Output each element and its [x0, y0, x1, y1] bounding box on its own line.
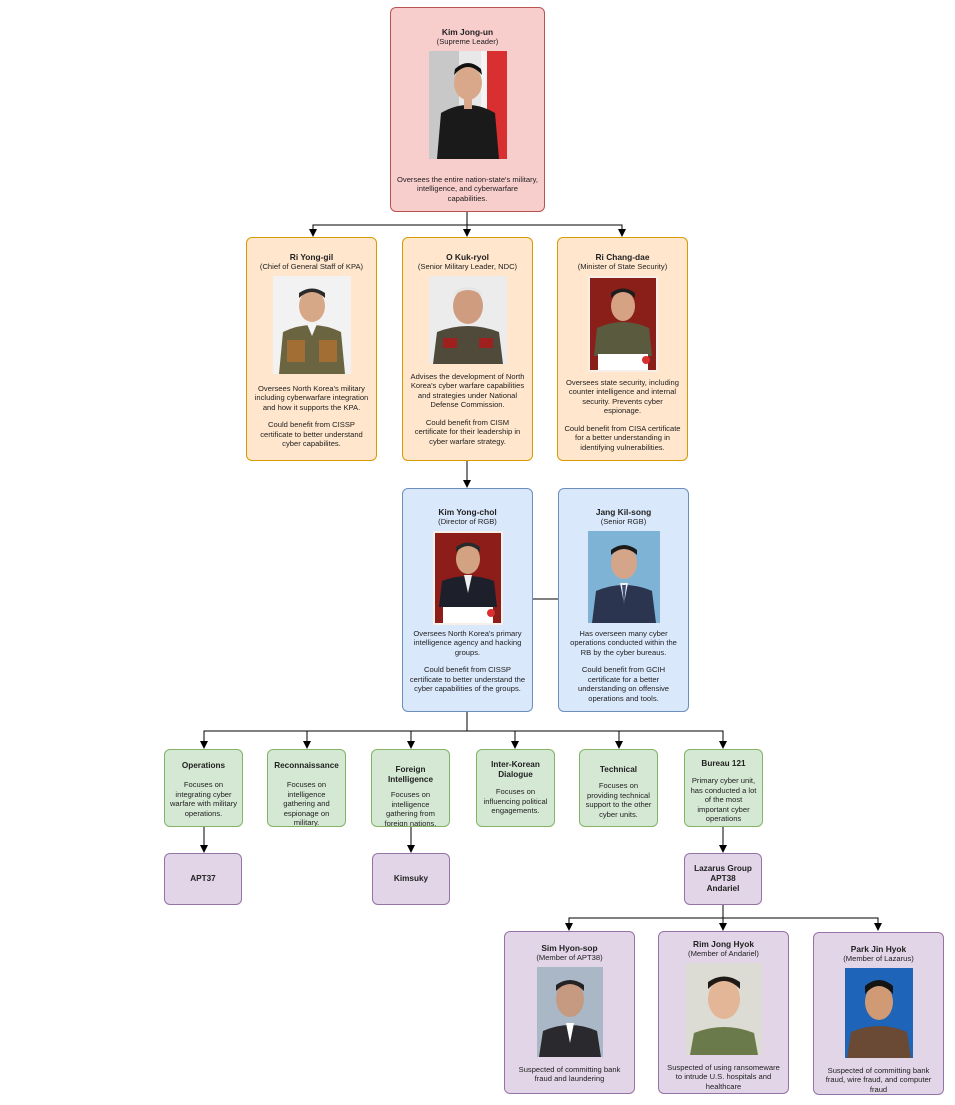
jang-kil-song-photo: [587, 530, 660, 623]
ri-chang-dae-photo: [587, 275, 658, 372]
unit-description: Focuses on intelligence gathering from f…: [384, 790, 437, 827]
sim-hyon-sop-photo: [536, 966, 603, 1057]
unit-description: Focuses on integrating cyber warfare wit…: [169, 780, 238, 818]
person-name: Kim Yong-chol: [438, 507, 497, 517]
rim-jong-hyok-node: Rim Jong Hyok (Member of Andariel) Suspe…: [658, 931, 789, 1094]
kim-yong-chol-photo: [432, 530, 503, 625]
person-role: (Senior RGB): [600, 517, 647, 526]
person-name: Sim Hyon-sop: [541, 943, 598, 953]
person-note: Could benefit from CISSP certificate to …: [409, 665, 526, 694]
person-role: (Minister of State Security): [577, 262, 668, 271]
ri-chang-dae-node: Ri Chang-dae (Minister of State Security…: [557, 237, 688, 461]
group-name: APT37: [190, 874, 216, 883]
unit-foreign-intelligence: Foreign Intelligence Focuses on intellig…: [371, 749, 450, 827]
jang-kil-song-node: Jang Kil-song (Senior RGB) Has overseen …: [558, 488, 689, 712]
park-jin-hyok-photo: [844, 967, 913, 1058]
person-description: Oversees North Korea's primary intellige…: [413, 628, 522, 657]
unit-technical: Technical Focuses on providing technical…: [579, 749, 658, 827]
rim-jong-hyok-photo: [685, 962, 762, 1055]
o-kuk-ryol-photo: [428, 275, 507, 364]
person-description: Has overseen many cyber operations condu…: [570, 628, 677, 657]
unit-title: Operations: [181, 761, 226, 770]
person-name: Rim Jong Hyok: [693, 939, 754, 949]
leader-name: Kim Jong-un: [441, 27, 494, 37]
person-name: O Kuk-ryol: [446, 252, 489, 262]
person-name: Park Jin Hyok: [850, 944, 907, 954]
person-description: Advises the development of North Korea's…: [410, 371, 525, 410]
o-kuk-ryol-node: O Kuk-ryol (Senior Military Leader, NDC)…: [402, 237, 533, 461]
person-role: (Director of RGB): [438, 517, 497, 526]
unit-title: Bureau 121: [701, 759, 746, 768]
park-jin-hyok-node: Park Jin Hyok (Member of Lazarus) Suspec…: [813, 932, 944, 1095]
person-description: Suspected of using ransomeware to intrud…: [667, 1062, 780, 1091]
group-apt37: APT37: [164, 853, 242, 905]
person-description: Suspected of committing bank fraud and l…: [518, 1064, 621, 1084]
person-role: (Member of Lazarus): [843, 954, 914, 963]
unit-title: Inter-Korean Dialogue: [491, 760, 540, 779]
person-name: Jang Kil-song: [595, 507, 652, 517]
sim-hyon-sop-node: Sim Hyon-sop (Member of APT38) Suspected…: [504, 931, 635, 1094]
group-lazarus: Lazarus Group APT38 Andariel: [684, 853, 762, 905]
leader-description: Oversees the entire nation-state's milit…: [397, 174, 539, 203]
unit-description: Focuses on influencing political engagem…: [483, 787, 548, 816]
leader-role: (Supreme Leader): [436, 37, 499, 46]
person-description: Oversees state security, including count…: [566, 377, 679, 416]
unit-description: Focuses on intelligence gathering and es…: [283, 780, 330, 827]
unit-title: Technical: [599, 765, 638, 774]
unit-operations: Operations Focuses on integrating cyber …: [164, 749, 243, 827]
unit-description: Focuses on providing technical support t…: [585, 781, 652, 819]
person-role: (Chief of General Staff of KPA): [259, 262, 364, 271]
unit-title: Foreign Intelligence: [387, 765, 434, 784]
person-role: (Senior Military Leader, NDC): [417, 262, 518, 271]
group-name: Kimsuky: [393, 874, 429, 883]
person-note: Could benefit from CISM certificate for …: [414, 417, 521, 447]
ri-yong-gil-photo: [272, 275, 351, 374]
group-alias: APT38: [710, 874, 736, 883]
leader-node: Kim Jong-un (Supreme Leader) Oversees th…: [390, 7, 545, 212]
group-name: Lazarus Group: [694, 864, 752, 873]
unit-bureau-121: Bureau 121 Primary cyber unit, has condu…: [684, 749, 763, 827]
person-name: Ri Yong-gil: [289, 252, 334, 262]
person-description: Oversees North Korea's military includin…: [254, 383, 369, 412]
person-note: Could benefit from CISSP certificate to …: [260, 420, 363, 449]
group-alias: Andariel: [706, 884, 740, 893]
leader-photo: [428, 50, 507, 159]
ri-yong-gil-node: Ri Yong-gil (Chief of General Staff of K…: [246, 237, 377, 461]
person-note: Could benefit from GCIH certificate for …: [577, 665, 670, 704]
person-name: Ri Chang-dae: [595, 252, 650, 262]
person-note: Could benefit from CISA certificate for …: [564, 423, 681, 453]
unit-description: Primary cyber unit, has conducted a lot …: [690, 776, 757, 824]
person-role: (Member of APT38): [536, 953, 603, 962]
person-description: Suspected of committing bank fraud, wire…: [825, 1065, 932, 1094]
group-kimsuky: Kimsuky: [372, 853, 450, 905]
kim-yong-chol-node: Kim Yong-chol (Director of RGB) Oversees…: [402, 488, 533, 712]
unit-reconnaissance: Reconnaissance Focuses on intelligence g…: [267, 749, 346, 827]
unit-title: Reconnaissance: [274, 761, 339, 770]
unit-inter-korean-dialogue: Inter-Korean Dialogue Focuses on influen…: [476, 749, 555, 827]
person-role: (Member of Andariel): [688, 949, 759, 958]
